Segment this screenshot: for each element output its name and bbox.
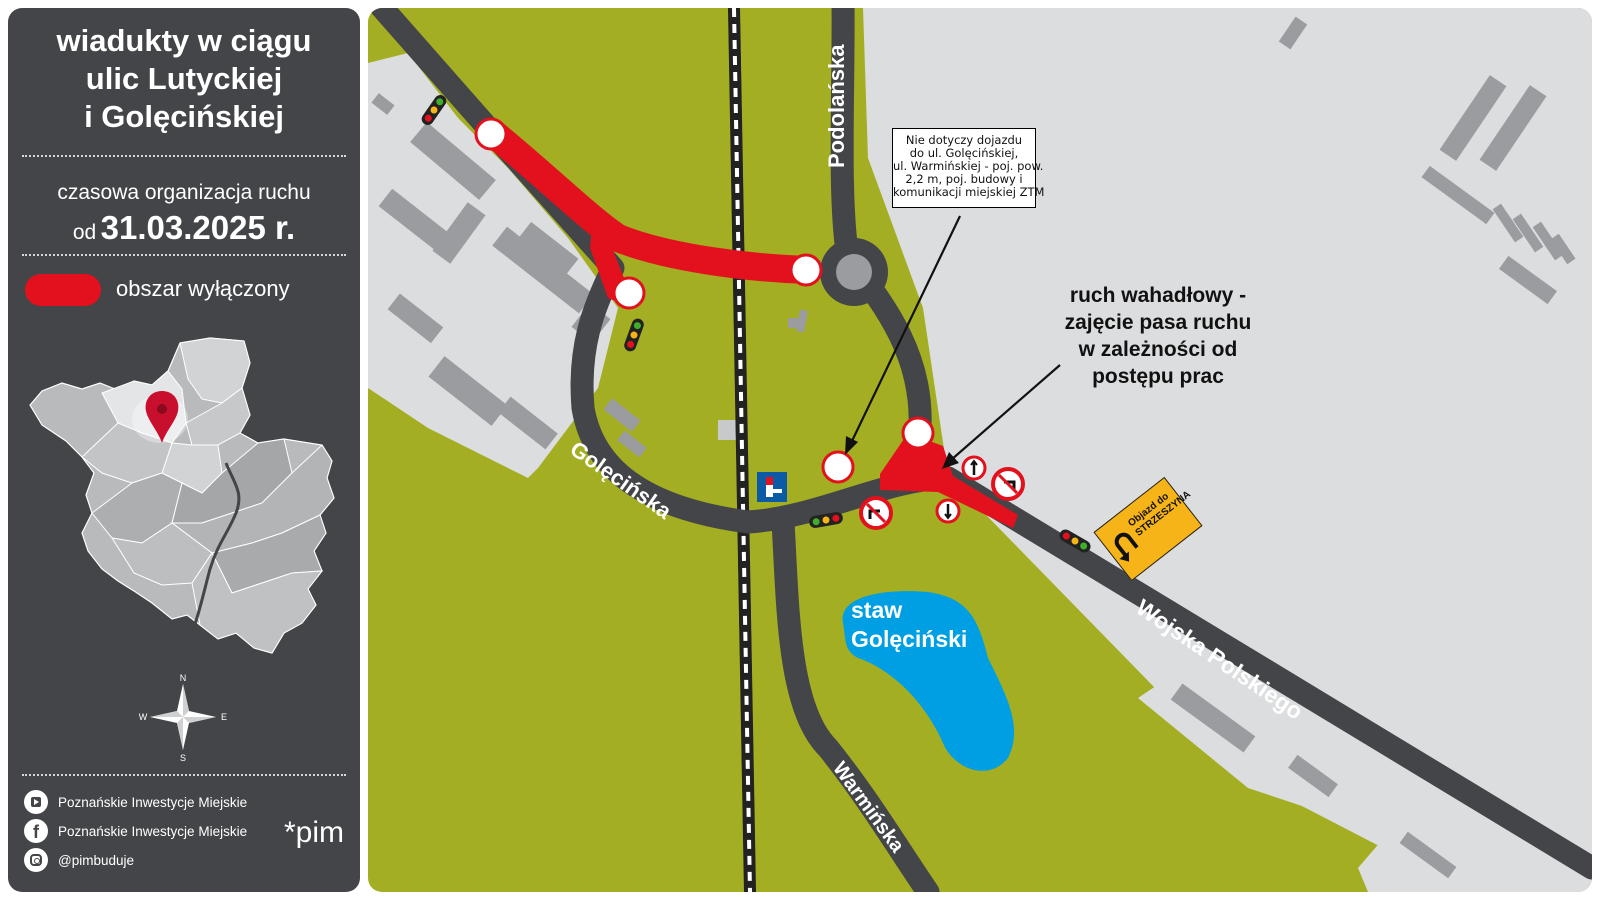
built-area-east — [863, 8, 1592, 892]
facebook-icon: f — [24, 819, 48, 843]
u-turn-icon — [1111, 529, 1139, 558]
built-area-west — [368, 53, 618, 478]
closed-area — [484, 122, 1018, 528]
roundabout-island — [836, 254, 872, 290]
date-value: 31.03.2025 r. — [100, 209, 296, 246]
divider — [22, 254, 346, 256]
title-line-1: wiadukty w ciągu — [56, 23, 312, 58]
subtitle: czasowa organizacja ruchu — [57, 181, 311, 204]
pim-logo: *pim — [284, 816, 345, 849]
note-line-5: komunikacji miejskiej ZTM — [893, 185, 1045, 199]
note-line-2: do ul. Golęcińskiej, — [909, 146, 1019, 160]
location-pin-icon — [145, 391, 179, 443]
divider — [22, 155, 346, 157]
legend-panel: wiadukty w ciągu ulic Lutyckiej i Golęci… — [8, 8, 360, 892]
priority-sign-icon — [935, 498, 961, 524]
closure-marker — [474, 117, 508, 151]
note-line-1: Nie dotyczy dojazdu — [905, 133, 1023, 147]
pond-label-line-2: Golęciński — [851, 626, 968, 652]
map-canvas — [368, 8, 1592, 892]
note-line-4: 2,2 m, poj. budowy i — [905, 172, 1023, 186]
instagram-icon — [24, 848, 48, 872]
traffic-light-icon — [624, 318, 644, 352]
closure-markers — [474, 117, 935, 484]
closure-marker — [612, 276, 646, 310]
page-title: wiadukty w ciągu ulic Lutyckiej i Golęci… — [8, 22, 360, 136]
annot-line-1: ruch wahadłowy - — [1069, 284, 1247, 307]
date-line: od 31.03.2025 r. — [8, 209, 360, 247]
railway-tracks — [728, 8, 756, 892]
dead-end-sign-icon — [757, 472, 787, 502]
no-turn-sign-icon — [991, 467, 1025, 501]
traffic-lights — [421, 94, 1091, 553]
no-turn-sign-icon — [859, 496, 893, 530]
annot-line-2: zajęcie pasa ruchu — [1064, 311, 1252, 334]
priority-sign-icon — [961, 455, 987, 481]
legend-closed-label: obszar wyłączony — [116, 276, 290, 301]
closure-marker — [821, 450, 855, 484]
annot-line-4: postępu prac — [1092, 365, 1224, 388]
social-instagram-label: @pimbuduje — [58, 852, 134, 868]
legend-closed-swatch — [25, 274, 101, 306]
social-youtube[interactable]: Poznańskie Inwestycje Miejskie — [24, 789, 247, 815]
closure-marker — [901, 416, 935, 450]
title-line-3: i Golęcińskiej — [84, 99, 284, 134]
traffic-light-icon — [1059, 529, 1091, 553]
date-prefix: od — [72, 221, 97, 244]
exception-note: Nie dotyczy dojazdu do ul. Golęcińskiej,… — [892, 128, 1045, 208]
title-line-2: ulic Lutyckiej — [85, 61, 283, 96]
youtube-icon — [24, 790, 48, 814]
note-line-3: ul. Warmińskiej - poj. pow. — [893, 159, 1044, 173]
divider — [22, 774, 346, 776]
traffic-light-icon — [809, 512, 843, 528]
compass-n: N — [180, 673, 187, 683]
compass-w: W — [139, 712, 148, 722]
compass-e: E — [221, 712, 227, 722]
annot-line-3: w zależności od — [1078, 338, 1238, 361]
closure-marker — [789, 253, 823, 287]
pond-label: staw Golęciński — [851, 596, 967, 654]
compass-rose-icon: N S E W — [139, 673, 227, 762]
built-area-south — [1138, 638, 1408, 828]
pond — [842, 591, 1015, 771]
callout-arrows — [845, 215, 1061, 469]
road-signs — [757, 455, 1025, 530]
road-warminska — [771, 510, 940, 892]
social-instagram[interactable]: @pimbuduje — [24, 847, 134, 873]
buildings — [371, 16, 1576, 879]
traffic-light-icon — [421, 94, 447, 126]
city-locator-map — [29, 337, 335, 654]
social-youtube-label: Poznańskie Inwestycje Miejskie — [58, 794, 248, 810]
compass-s: S — [180, 753, 186, 762]
social-facebook-label: Poznańskie Inwestycje Miejskie — [58, 823, 248, 839]
pond-label-line-1: staw — [851, 597, 903, 623]
road-golecinska-wojska-polskiego — [368, 8, 1592, 880]
traffic-map: Nie dotyczy dojazdu do ul. Golęcińskiej,… — [368, 8, 1592, 892]
alternating-traffic-note: ruch wahadłowy - zajęcie pasa ruchu w za… — [1028, 282, 1288, 390]
social-facebook[interactable]: f Poznańskie Inwestycje Miejskie — [24, 818, 247, 844]
street-label-podolanska: Podolańska — [824, 44, 849, 168]
built-area-southeast — [1358, 798, 1528, 892]
